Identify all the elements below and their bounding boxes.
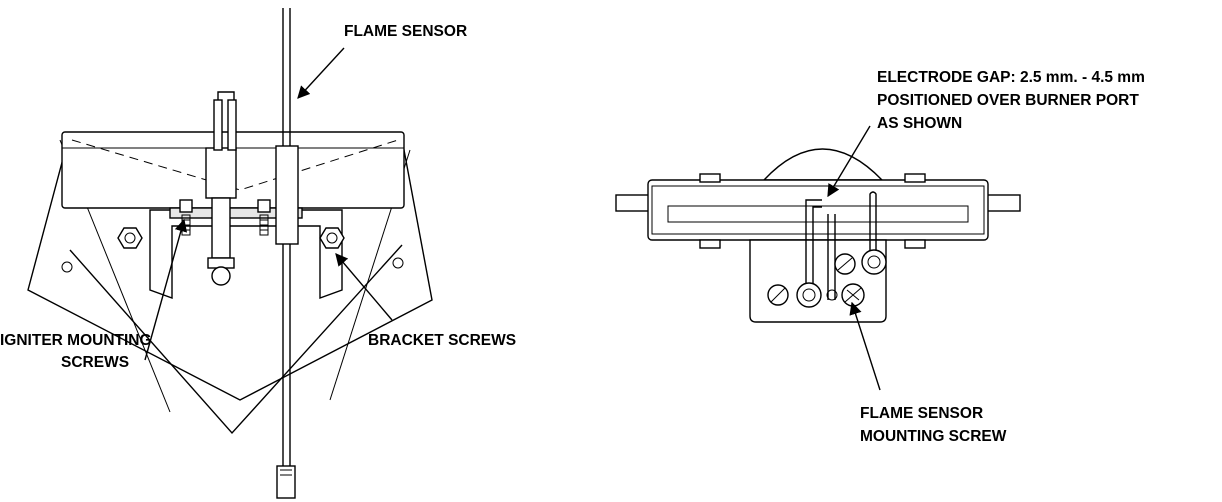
- label-bracket-screws: BRACKET SCREWS: [368, 332, 516, 349]
- left-stub: [615, 194, 653, 212]
- label-igniter-screws-line1: IGNITER MOUNTING: [0, 332, 152, 349]
- flame-sensor-screw-arrow: [849, 301, 881, 391]
- right-stub: [983, 194, 1021, 212]
- mounting-plate: [749, 239, 887, 323]
- label-electrode-gap-line2: POSITIONED OVER BURNER PORT: [877, 92, 1139, 109]
- flame-sensor-rod: [275, 8, 299, 499]
- left-burner-view: [27, 8, 433, 499]
- label-flame-sensor: FLAME SENSOR: [344, 23, 467, 40]
- label-igniter-screws-line2: SCREWS: [61, 354, 129, 371]
- right-burner-view: [615, 125, 1021, 391]
- igniter: [205, 91, 237, 286]
- electrode-gap-arrow: [827, 125, 871, 198]
- flame-sensor-arrow: [297, 47, 345, 99]
- burner-dome: [762, 148, 884, 181]
- igniter-electrode: [805, 191, 877, 300]
- igniter-screws-arrow: [144, 218, 188, 361]
- igniter-mounting-screws: [179, 199, 271, 236]
- label-flame-sensor-screw-line2: MOUNTING SCREW: [860, 428, 1007, 445]
- label-flame-sensor-screw-line1: FLAME SENSOR: [860, 405, 983, 422]
- igniter-bracket: [149, 207, 343, 299]
- bracket-screw-left: [117, 227, 143, 249]
- bracket-screws-arrow: [335, 253, 393, 321]
- burner-body: [647, 173, 989, 249]
- label-electrode-gap-line1: ELECTRODE GAP: 2.5 mm. - 4.5 mm: [877, 69, 1145, 86]
- plate-screws: [767, 249, 887, 308]
- bracket-screw-right: [319, 227, 345, 249]
- label-electrode-gap-line3: AS SHOWN: [877, 115, 962, 132]
